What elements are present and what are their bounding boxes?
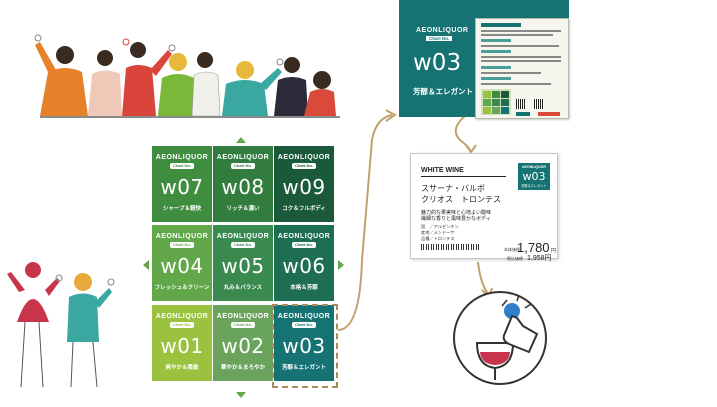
card-label-bar xyxy=(481,39,511,42)
barcode-icon xyxy=(421,244,481,250)
chart-tile-w02[interactable]: AEONLIQUOR Chart No. w02 華やか＆まろやか xyxy=(213,305,273,381)
poster-chart-no: Chart No. xyxy=(426,36,453,41)
tile-chart-no: Chart No. xyxy=(292,242,316,248)
card-line xyxy=(481,60,561,62)
card-label-bar xyxy=(481,77,511,80)
tile-chart-no: Chart No. xyxy=(170,322,194,328)
tile-desc: フレッシュ＆クリーン xyxy=(154,285,210,291)
selected-tile-highlight xyxy=(272,304,338,388)
card-label-bar xyxy=(481,66,511,69)
tile-brand: AEONLIQUOR xyxy=(277,154,331,161)
badge-code: w03 xyxy=(522,170,546,183)
price-value: 1,780 xyxy=(517,240,550,255)
tile-chart-no: Chart No. xyxy=(231,163,255,169)
qr-code-icon xyxy=(534,99,544,109)
card-logo xyxy=(516,112,530,116)
wine-name-line1: スサーナ・バルボ xyxy=(421,184,485,193)
tile-chart-no: Chart No. xyxy=(170,163,194,169)
price-tax-note: 税込価格 xyxy=(507,256,523,261)
badge-desc: 芳醇＆エレガント xyxy=(521,184,547,188)
chart-tile-w06[interactable]: AEONLIQUOR Chart No. w06 本格＆芳醇 xyxy=(274,225,334,301)
tile-desc: シャープ＆軽快 xyxy=(162,206,202,212)
chart-tile-w03[interactable]: AEONLIQUOR Chart No. w03 芳醇＆エレガント xyxy=(274,305,334,381)
chart-tile-w05[interactable]: AEONLIQUOR Chart No. w05 丸み＆バランス xyxy=(213,225,273,301)
tile-chart-no: Chart No. xyxy=(231,322,255,328)
tile-desc: 本格＆芳醇 xyxy=(290,285,318,291)
arrow-down-icon xyxy=(236,392,246,398)
tile-code: w05 xyxy=(221,254,265,278)
wine-description: 魅力的な果実味と心地よい酸味 繊細な香りと風味豊かなボディ xyxy=(421,210,491,222)
tile-brand: AEONLIQUOR xyxy=(277,233,331,240)
tile-code: w02 xyxy=(221,334,265,358)
card-line xyxy=(481,56,561,58)
tile-chart-no: Chart No. xyxy=(292,322,316,328)
tile-desc: 丸み＆バランス xyxy=(223,285,263,291)
tap-wine-glass-icon xyxy=(453,291,547,385)
price-unit: 円 xyxy=(551,248,557,254)
card-line xyxy=(481,34,553,36)
info-card xyxy=(475,18,569,119)
price-tax-value: 1,958円 xyxy=(527,255,552,262)
wine-origin: 国 ／アルゼンチン xyxy=(421,224,459,229)
price-tag-header: WHITE WINE xyxy=(421,167,464,174)
wine-name-line2: クリオス トロンテス xyxy=(421,195,501,204)
tile-chart-no: Chart No. xyxy=(170,242,194,248)
badge-brand: AEONLIQUOR xyxy=(522,165,546,169)
tile-code: w08 xyxy=(221,175,265,199)
card-logo xyxy=(538,112,560,116)
tile-brand: AEONLIQUOR xyxy=(216,154,270,161)
card-line xyxy=(481,30,561,32)
tile-desc: 芳醇＆エレガント xyxy=(281,365,326,371)
tile-code: w09 xyxy=(282,175,326,199)
chart-tile-w04[interactable]: AEONLIQUOR Chart No. w04 フレッシュ＆クリーン xyxy=(152,225,212,301)
tile-code: w04 xyxy=(160,254,204,278)
tile-code: w01 xyxy=(160,334,204,358)
couple-toasting-illustration xyxy=(7,262,115,388)
tile-brand: AEONLIQUOR xyxy=(277,313,331,320)
price-note: 本体価格 xyxy=(504,247,520,252)
price-tag-badge: AEONLIQUOR w03 芳醇＆エレガント xyxy=(518,163,550,190)
wine-description-line1: 魅力的な果実味と心地よい酸味 xyxy=(421,210,492,216)
tile-code: w06 xyxy=(282,254,326,278)
chart-tile-w09[interactable]: AEONLIQUOR Chart No. w09 コク＆フルボディ xyxy=(274,146,334,222)
tile-chart-no: Chart No. xyxy=(231,242,255,248)
price-tag: WHITE WINE スサーナ・バルボ クリオス トロンテス 魅力的な果実味と心… xyxy=(410,153,558,262)
card-line xyxy=(481,45,559,47)
cheering-people-illustration xyxy=(34,34,340,118)
divider xyxy=(421,176,506,177)
wine-region: 産地／メンドーサ xyxy=(421,230,455,235)
chart-tile-w08[interactable]: AEONLIQUOR Chart No. w08 リッチ＆濃い xyxy=(213,146,273,222)
tile-code: w03 xyxy=(282,334,326,358)
tile-chart-no: Chart No. xyxy=(292,163,316,169)
poster-desc: 芳醇＆エレガント xyxy=(413,87,473,96)
tile-brand: AEONLIQUOR xyxy=(155,154,209,161)
poster-code: w03 xyxy=(413,50,462,76)
tile-brand: AEONLIQUOR xyxy=(216,313,270,320)
wine-description-line2: 繊細な香りと風味豊かなボディ xyxy=(421,216,491,222)
wine-grape: 品種／トロンテス xyxy=(421,236,455,241)
tile-desc: 華やか＆まろやか xyxy=(220,365,265,371)
arrow-up-icon xyxy=(236,137,246,143)
arrow-left-icon xyxy=(143,260,149,270)
tile-brand: AEONLIQUOR xyxy=(216,233,270,240)
tile-desc: 爽やか＆柔軟 xyxy=(165,365,199,371)
card-line xyxy=(481,83,551,85)
chart-tile-w07[interactable]: AEONLIQUOR Chart No. w07 シャープ＆軽快 xyxy=(152,146,212,222)
card-line xyxy=(481,72,541,74)
card-header-bar xyxy=(481,23,521,27)
card-mini-chart xyxy=(481,89,511,115)
tile-brand: AEONLIQUOR xyxy=(155,313,209,320)
card-label-bar xyxy=(481,50,511,53)
chart-tile-w01[interactable]: AEONLIQUOR Chart No. w01 爽やか＆柔軟 xyxy=(152,305,212,381)
tile-code: w07 xyxy=(160,175,204,199)
poster-brand: AEONLIQUOR xyxy=(416,27,469,34)
tile-desc: リッチ＆濃い xyxy=(226,206,260,212)
tile-brand: AEONLIQUOR xyxy=(155,233,209,240)
tile-desc: コク＆フルボディ xyxy=(282,206,326,212)
qr-code-icon xyxy=(516,99,526,109)
arrow-right-icon xyxy=(338,260,344,270)
